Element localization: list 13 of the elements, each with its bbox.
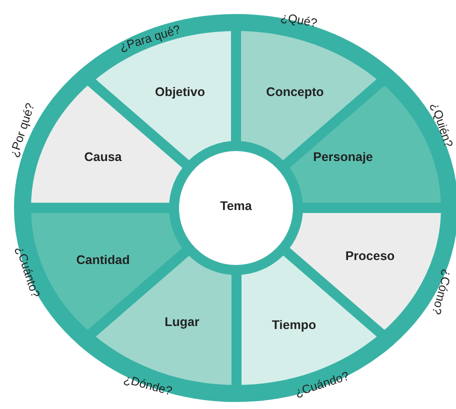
segment-label: Concepto	[266, 85, 324, 99]
question-label: ¿Por qué?	[6, 101, 38, 159]
segment-label: Proceso	[345, 249, 395, 263]
question-label: ¿Dónde?	[122, 372, 174, 398]
segment-label: Lugar	[164, 315, 200, 329]
segment-label: Tiempo	[272, 318, 316, 332]
segment-label: Causa	[84, 150, 122, 164]
segment-label: Objetivo	[154, 85, 205, 99]
question-label: ¿Cómo?	[429, 268, 455, 316]
question-label: ¿Qué?	[280, 10, 318, 30]
segment-label: Cantidad	[76, 253, 130, 267]
question-label: ¿Para qué?	[118, 22, 182, 54]
segment-label: Personaje	[313, 150, 373, 164]
